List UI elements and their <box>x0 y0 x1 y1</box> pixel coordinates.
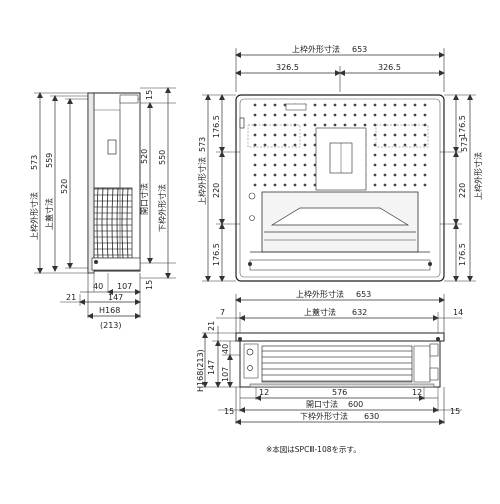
side-outer-height: 573 <box>30 155 39 170</box>
drawing-note: ※本図はSPCⅢ-108を示す。 <box>266 444 361 454</box>
front-dim-12-right: 12 <box>412 388 422 397</box>
front-top-flange <box>235 332 445 342</box>
side-dim-107: 107 <box>117 282 132 291</box>
front-dim-12-left: 12 <box>259 388 269 397</box>
side-view: 上枠外形寸法 573 上蓋寸法 559 520 開口寸法 520 下枠外形寸法 … <box>29 87 176 330</box>
top-right-lower: 176.5 <box>458 243 467 266</box>
front-dim-15-left: 15 <box>224 407 234 416</box>
top-left-height: 573 <box>198 137 207 152</box>
side-bottom-offset: 15 <box>145 280 154 290</box>
front-left-offset: 7 <box>220 308 225 317</box>
front-dim-147: 147 <box>207 360 216 375</box>
front-opening-label: 開口寸法 <box>306 399 338 409</box>
top-right-middle: 220 <box>458 183 467 198</box>
front-dim-576: 576 <box>332 388 347 397</box>
side-lower-label: 下枠外形寸法 <box>157 184 167 232</box>
front-dim-21: 21 <box>207 321 216 331</box>
side-outer-label: 上枠外形寸法 <box>29 192 39 240</box>
side-opening-label: 開口寸法 <box>139 183 149 215</box>
top-right-label: 上枠外形寸法 <box>473 152 483 200</box>
front-lower-label: 下枠外形寸法 <box>300 411 348 421</box>
side-dim-40: 40 <box>93 282 103 291</box>
top-view: 上枠外形寸法 653 326.5 326.5 上枠外 <box>197 44 483 282</box>
top-outer-width: 653 <box>352 45 367 54</box>
top-outer-label: 上枠外形寸法 <box>292 44 340 54</box>
top-right-upper: 176.5 <box>458 115 467 138</box>
top-left-label: 上枠外形寸法 <box>197 157 207 205</box>
side-top-offset: 15 <box>145 90 154 100</box>
front-outer-label: 上枠外形寸法 <box>296 289 344 299</box>
top-left-lower: 176.5 <box>212 243 221 266</box>
side-lower-height: 550 <box>158 150 167 165</box>
side-depth: H168 <box>99 306 120 315</box>
front-view: 上枠外形寸法 653 7 14 上蓋寸法 632 21 147 <box>196 289 463 425</box>
front-cover-label: 上蓋寸法 <box>304 307 336 317</box>
side-depth-total: (213) <box>100 321 122 330</box>
side-fins <box>93 187 133 259</box>
side-dim-21: 21 <box>66 293 76 302</box>
front-outer-width: 653 <box>356 290 371 299</box>
front-depth-label: H168(213) <box>196 349 205 392</box>
side-inner-height: 520 <box>60 179 69 194</box>
front-fins <box>261 345 413 383</box>
front-dim-40: 40 <box>221 344 230 354</box>
side-cover-label: 上蓋寸法 <box>44 198 54 230</box>
top-right-height: 573 <box>460 137 469 152</box>
front-right-offset: 14 <box>453 308 463 317</box>
top-half-right: 326.5 <box>378 63 401 72</box>
front-dim-107: 107 <box>221 367 230 382</box>
top-left-middle: 220 <box>212 183 221 198</box>
top-half-left: 326.5 <box>276 63 299 72</box>
side-dim-147: 147 <box>108 293 123 302</box>
front-lower-width: 630 <box>364 412 379 421</box>
top-left-upper: 176.5 <box>212 115 221 138</box>
side-opening-height: 520 <box>140 149 149 164</box>
front-cover-width: 632 <box>352 308 367 317</box>
front-opening-width: 600 <box>348 400 363 409</box>
front-dim-15-right: 15 <box>450 407 460 416</box>
side-cover-height: 559 <box>45 153 54 168</box>
